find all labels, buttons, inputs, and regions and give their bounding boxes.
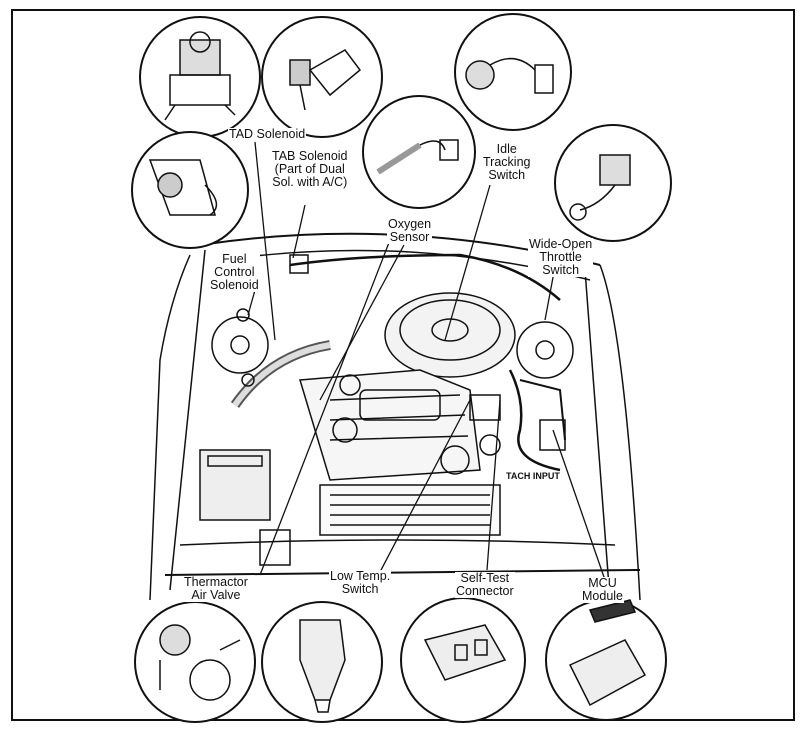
leader-lines [247,141,606,581]
tach-input-label: TACH INPUT [506,471,560,481]
tab-solenoid-callout [261,16,383,138]
self-test-connector-label: Self-Test Connector [455,571,515,598]
idle-tracking-switch-label: Idle Tracking Switch [482,142,532,182]
thermactor-air-valve-label: Thermactor Air Valve [183,575,249,602]
tab-solenoid-label: TAB Solenoid (Part of Dual Sol. with A/C… [271,149,349,189]
mcu-module-label: MCU Module [581,576,624,603]
thermactor-air-valve-callout [134,601,256,723]
idle-tracking-switch-callout [454,13,572,131]
diagram-frame [11,9,795,721]
fuel-control-solenoid-callout [131,131,249,249]
fuel-control-solenoid-label: Fuel Control Solenoid [209,252,260,292]
low-temp-switch-label: Low Temp. Switch [329,569,392,596]
tad-solenoid-label: TAD Solenoid [228,127,307,141]
engine-bay [149,232,641,601]
wot-switch-label: Wide-Open Throttle Switch [528,237,594,277]
oxygen-sensor-label: Oxygen Sensor [387,217,433,244]
oxygen-sensor-callout [362,95,476,209]
tad-solenoid-callout [139,16,261,138]
